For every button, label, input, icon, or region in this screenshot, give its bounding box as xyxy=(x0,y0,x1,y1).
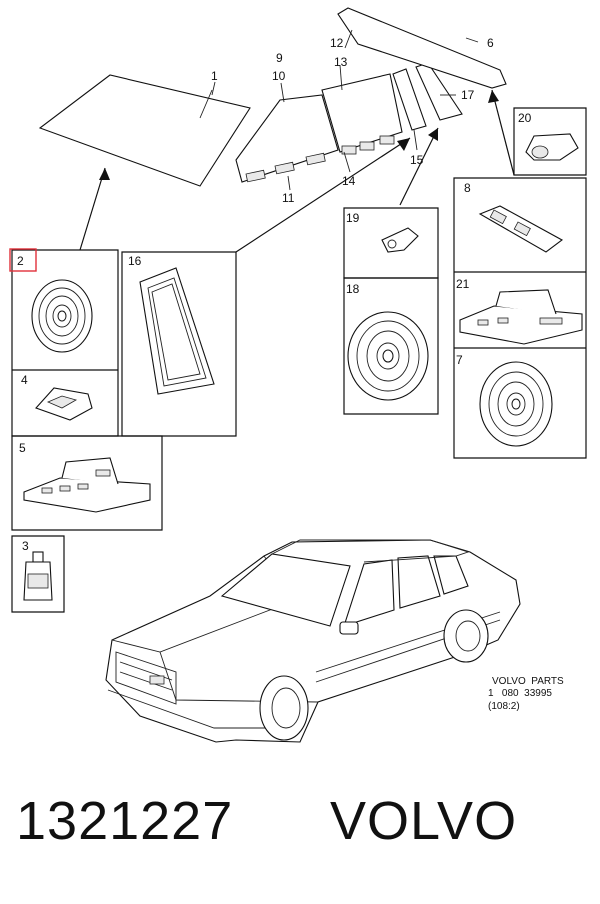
parts-diagram: 1 2 3 4 5 6 7 8 9 10 11 12 13 14 15 16 1… xyxy=(9,7,587,743)
kit-box-right xyxy=(453,107,587,459)
part-number: 1321227 xyxy=(16,791,234,851)
callout-6: 6 xyxy=(487,36,494,50)
callout-11: 11 xyxy=(282,191,295,205)
callout-10: 10 xyxy=(272,69,286,83)
callout-19: 19 xyxy=(346,211,360,225)
quarter-glass xyxy=(392,68,427,131)
callout-17: 17 xyxy=(461,88,475,102)
callout-2: 2 xyxy=(17,254,24,268)
callout-7: 7 xyxy=(456,353,463,367)
bracket-5 xyxy=(23,457,151,513)
kit-box-19-18 xyxy=(343,207,439,415)
car-illustration xyxy=(105,539,521,743)
kit-box-16 xyxy=(121,251,237,437)
tape-roll-2 xyxy=(31,279,93,353)
rear-door-glass xyxy=(321,73,403,155)
stamp-line-1: VOLVO PARTS xyxy=(492,676,564,687)
kit-arrows xyxy=(79,89,515,253)
windscreen-panel xyxy=(38,74,251,187)
callout-12: 12 xyxy=(330,36,344,50)
front-door-glass xyxy=(235,94,339,183)
callout-21: 21 xyxy=(456,277,470,291)
callout-15: 15 xyxy=(410,153,424,167)
brand-name: VOLVO xyxy=(330,791,518,851)
callout-labels: 1 2 3 4 5 6 7 8 9 10 11 12 13 14 15 16 1… xyxy=(17,36,532,553)
callout-1: 1 xyxy=(211,69,218,83)
callout-3: 3 xyxy=(22,539,29,553)
callout-16: 16 xyxy=(128,254,142,268)
callout-20: 20 xyxy=(518,111,532,125)
kit-box-left xyxy=(11,249,163,613)
callout-2-highlight xyxy=(9,248,37,272)
reference-stamp: VOLVO PARTS 1 080 33995 (108:2) xyxy=(488,676,564,712)
callout-4: 4 xyxy=(21,373,28,387)
stamp-line-2: 1 080 33995 xyxy=(488,688,552,699)
callout-8: 8 xyxy=(464,181,471,195)
callout-9: 9 xyxy=(276,51,283,65)
callout-13: 13 xyxy=(334,55,348,69)
bottle-3 xyxy=(23,551,53,601)
stamp-line-3: (108:2) xyxy=(488,701,520,712)
clip-4 xyxy=(35,387,93,421)
rear-window-panel xyxy=(337,7,507,89)
callout-14: 14 xyxy=(342,174,356,188)
callout-5: 5 xyxy=(19,441,26,455)
callout-18: 18 xyxy=(346,282,360,296)
footer xyxy=(0,760,600,904)
